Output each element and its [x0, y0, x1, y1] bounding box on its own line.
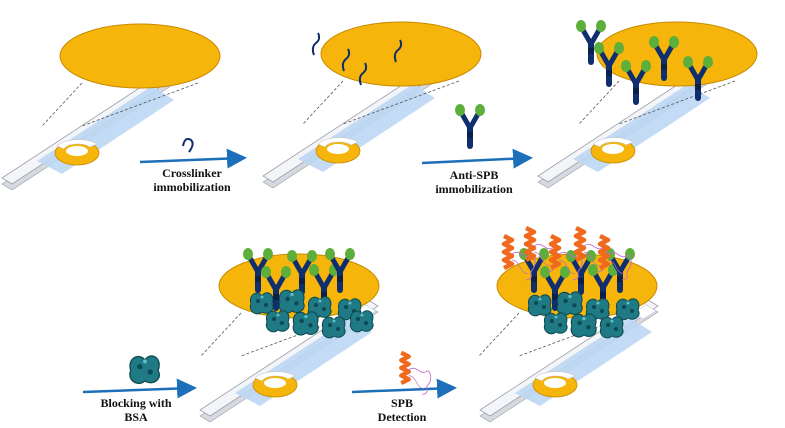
step-label-anti-spb: Anti-SPB immobilization — [420, 168, 528, 196]
bsa-protein-icon — [129, 355, 161, 385]
panel-spb-detection — [478, 228, 659, 423]
panel-crosslinker-immobilized — [262, 21, 482, 189]
panel-antibody-immobilized — [537, 20, 758, 189]
step-label-line: Blocking with — [100, 396, 172, 410]
arrow-crosslinker — [139, 148, 247, 169]
step-label-line: SPB — [390, 396, 413, 410]
step-label-blocking: Blocking with BSA — [82, 396, 190, 424]
crosslinker-icon — [182, 137, 194, 153]
step-label-crosslinker: Crosslinker immobilization — [140, 166, 244, 194]
step-label-line: Anti-SPB — [449, 168, 499, 182]
step-label-line: Crosslinker — [162, 166, 222, 180]
arrow-anti-spb — [421, 148, 533, 169]
arrow-spb-detection — [351, 378, 457, 399]
step-label-line: immobilization — [153, 180, 231, 194]
antibody-icon — [455, 104, 485, 146]
arrow-blocking — [82, 378, 197, 399]
step-label-line: BSA — [124, 410, 148, 424]
step-label-spb-detection: SPB Detection — [352, 396, 452, 424]
step-label-line: immobilization — [435, 182, 513, 196]
step-label-line: Detection — [377, 410, 427, 424]
